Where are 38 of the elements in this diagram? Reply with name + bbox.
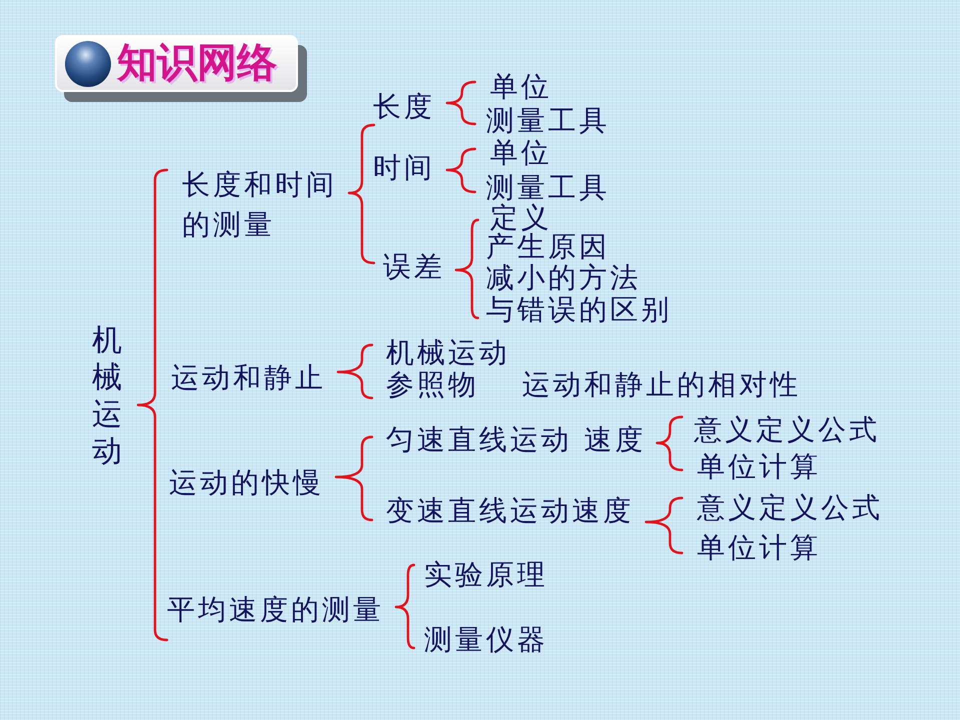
topic-text: 单位 [490, 138, 552, 168]
topic-text: 运动和静止 [171, 363, 326, 393]
note-text: 运动和静止的相对性 [522, 370, 801, 400]
topic-text: 参照物 [386, 370, 479, 400]
topic-text: 意义定义公式 [697, 493, 883, 523]
topic-text: 测量工具 [486, 173, 610, 203]
brace [446, 80, 476, 126]
root-topic: 机械运动 [92, 322, 124, 470]
brace [348, 124, 376, 264]
brace [656, 416, 684, 472]
heading: 知识网络 [117, 41, 277, 85]
topic-text: 测量工具 [486, 106, 610, 136]
topic-text: 产生原因 [486, 232, 610, 262]
brace [454, 218, 480, 320]
topic-text: 匀速直线运动 速度 [386, 425, 646, 455]
topic-text: 机械运动 [386, 338, 510, 368]
topic-text: 与错误的区别 [486, 295, 672, 325]
brace [334, 436, 374, 522]
brace [136, 168, 168, 642]
brace [336, 344, 374, 400]
topic-text: 减小的方法 [486, 263, 641, 293]
topic-text: 测量仪器 [424, 625, 548, 655]
topic-text: 长度 [373, 92, 435, 122]
brace [644, 496, 684, 554]
topic-text: 变速直线运动速度 [386, 496, 634, 526]
topic-text: 运动的快慢 [169, 468, 324, 498]
brace [394, 564, 416, 650]
topic-text: 单位计算 [697, 533, 821, 563]
brace [446, 148, 476, 194]
topic-text: 时间 [373, 153, 435, 183]
topic-text: 单位 [490, 72, 552, 102]
topic-text: 意义定义公式 [694, 415, 880, 445]
topic-text: 长度和时间的测量 [182, 165, 344, 245]
topic-text: 实验原理 [424, 560, 548, 590]
topic-text: 平均速度的测量 [167, 595, 384, 625]
topic-text: 单位计算 [697, 452, 821, 482]
topic-text: 误差 [383, 252, 445, 282]
topic-text: 定义 [490, 203, 552, 233]
